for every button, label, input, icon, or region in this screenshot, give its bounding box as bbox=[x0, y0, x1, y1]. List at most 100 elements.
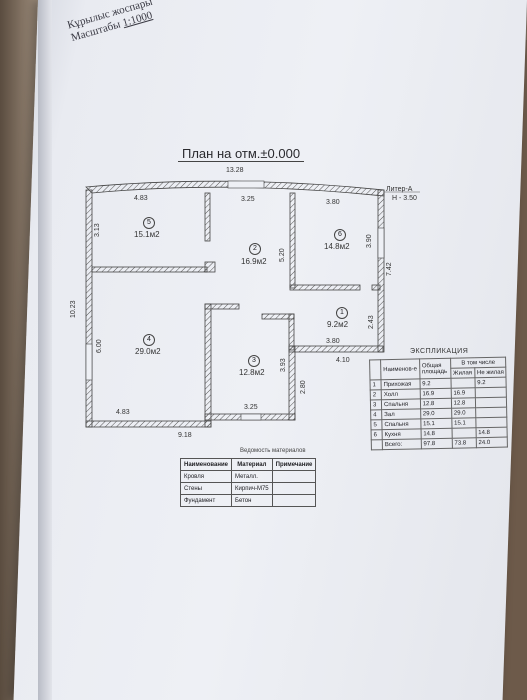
materials-header-note: Примечание bbox=[271, 458, 317, 471]
explication-cell: 3 bbox=[370, 399, 382, 410]
dim-room1-bottom: 3.80 bbox=[326, 338, 340, 345]
dim-room3-side: 3.93 bbox=[280, 358, 287, 372]
explication-header-total: Общая площадь bbox=[419, 358, 451, 379]
explication-cell: 4 bbox=[370, 409, 382, 420]
explication-cell: 15.1 bbox=[420, 418, 452, 429]
wall-room6-left bbox=[289, 192, 296, 289]
materials-header-material: Материал bbox=[231, 458, 273, 471]
dim-room4-bottom: 4.83 bbox=[116, 409, 130, 416]
explication-total-value: 97.8 bbox=[420, 438, 453, 449]
wall-right bbox=[377, 189, 385, 353]
dim-room3-bottom: 3.25 bbox=[244, 404, 258, 411]
dim-bottom-total: 9.18 bbox=[178, 432, 192, 439]
window-right bbox=[377, 227, 385, 259]
room-1-number: 1 bbox=[336, 307, 348, 319]
materials-cell: Фундамент bbox=[179, 494, 233, 507]
wall-left bbox=[85, 189, 93, 428]
room-6-area: 14.8м2 bbox=[324, 242, 350, 251]
explication-cell: 15.1 bbox=[451, 417, 476, 429]
wall-room1-bottom bbox=[288, 345, 384, 353]
wall-room6-bottom bbox=[289, 284, 361, 291]
explication-title: ЭКСПЛИКАЦИЯ bbox=[410, 348, 469, 355]
wall-room3-top bbox=[204, 303, 240, 310]
explication-cell bbox=[475, 397, 508, 408]
room-5-area: 15.1м2 bbox=[134, 230, 160, 239]
room-6-number: 6 bbox=[334, 229, 346, 241]
explication-cell: 12.8 bbox=[420, 398, 452, 409]
wall-room6-bottom-end bbox=[371, 284, 381, 291]
explication-cell bbox=[451, 427, 476, 439]
explication-cell: 9.2 bbox=[474, 377, 507, 388]
dim-room6-side: 3.90 bbox=[366, 234, 373, 248]
explication-cell: 1 bbox=[369, 379, 382, 390]
table-row: Кровля Металл. bbox=[179, 470, 317, 483]
room-4-number: 4 bbox=[143, 334, 155, 346]
explication-cell: 5 bbox=[370, 419, 383, 430]
explication-cell: 14.8 bbox=[475, 427, 508, 438]
wall-room2-left-top bbox=[204, 192, 211, 242]
dim-room2-side: 5.20 bbox=[279, 248, 286, 262]
explication-header-living: Жилая bbox=[450, 367, 475, 379]
explication-total-nonliving: 24.0 bbox=[475, 437, 508, 448]
explication-header-n bbox=[369, 359, 381, 380]
wall-room5-bottom bbox=[91, 266, 208, 273]
materials-cell bbox=[271, 470, 317, 483]
explication-total-label: Всего: bbox=[382, 438, 422, 450]
materials-table: Наименование Материал Примечание Кровля … bbox=[179, 458, 317, 507]
dim-room6-top: 3.80 bbox=[326, 199, 340, 206]
room-2-number: 2 bbox=[249, 243, 261, 255]
explication-cell bbox=[475, 407, 508, 418]
explication-total-row: Всего: 97.8 73.8 24.0 bbox=[371, 437, 508, 450]
wall-room3-right bbox=[288, 345, 296, 421]
explication-cell: 6 bbox=[371, 429, 383, 440]
table-row: Фундамент Бетон bbox=[179, 494, 317, 507]
materials-cell: Кирпич-М75 bbox=[231, 482, 273, 495]
room-3-number: 3 bbox=[248, 355, 260, 367]
litera-height: Н - 3.50 bbox=[392, 195, 417, 202]
dim-room1-side: 2.43 bbox=[368, 315, 375, 329]
dim-step: 4.10 bbox=[336, 357, 350, 364]
explication-total-living: 73.8 bbox=[451, 437, 477, 449]
explication-cell: 14.8 bbox=[420, 428, 452, 439]
explication-cell: 29.0 bbox=[420, 408, 452, 419]
window-top bbox=[227, 180, 265, 189]
materials-cell: Кровля bbox=[179, 470, 233, 483]
table-row: Стены Кирпич-М75 bbox=[179, 482, 317, 495]
dim-room4-side: 6.00 bbox=[96, 339, 103, 353]
explication-cell: 16.9 bbox=[419, 388, 452, 399]
dim-room5-top: 4.83 bbox=[134, 195, 148, 202]
materials-header-name: Наименование bbox=[179, 458, 233, 471]
explication-cell: 12.8 bbox=[451, 397, 476, 409]
materials-cell bbox=[271, 482, 317, 495]
wall-room1-left bbox=[288, 313, 295, 351]
materials-cell: Бетон bbox=[231, 494, 273, 507]
dim-left-total: 10.23 bbox=[70, 300, 77, 318]
paper-edge bbox=[38, 0, 52, 700]
plan-title: План на отм.±0.000 bbox=[178, 146, 305, 162]
explication-header-name: Наименов-е bbox=[380, 358, 420, 380]
wall-room3-left bbox=[204, 303, 212, 428]
room-3-area: 12.8м2 bbox=[239, 368, 265, 377]
materials-cell bbox=[271, 494, 317, 507]
dim-right-side: 7.42 bbox=[386, 262, 393, 276]
explication-cell: 16.9 bbox=[450, 387, 476, 399]
materials-caption: Ведомость материалов bbox=[240, 448, 306, 454]
room-1-area: 9.2м2 bbox=[327, 320, 349, 329]
explication-cell bbox=[475, 417, 508, 428]
dim-top-total: 13.28 bbox=[226, 167, 244, 174]
dim-room3-right: 2.80 bbox=[300, 380, 307, 394]
materials-header-row: Наименование Материал Примечание bbox=[179, 458, 317, 471]
explication-cell: 29.0 bbox=[451, 407, 476, 419]
explication-table: Наименов-е Общая площадь В том числе Жил… bbox=[369, 357, 508, 451]
room-2-area: 16.9м2 bbox=[241, 257, 267, 266]
dim-room5-side: 3.13 bbox=[94, 223, 101, 237]
materials-cell: Металл. bbox=[231, 470, 273, 483]
explication-cell bbox=[474, 387, 507, 398]
room-4-area: 29.0м2 bbox=[135, 347, 161, 356]
explication-cell: 2 bbox=[370, 389, 382, 400]
room-5-number: 5 bbox=[143, 217, 155, 229]
materials-cell: Стены bbox=[179, 482, 233, 495]
explication-cell: 9.2 bbox=[419, 378, 451, 389]
dim-room2-top: 3.25 bbox=[241, 196, 255, 203]
